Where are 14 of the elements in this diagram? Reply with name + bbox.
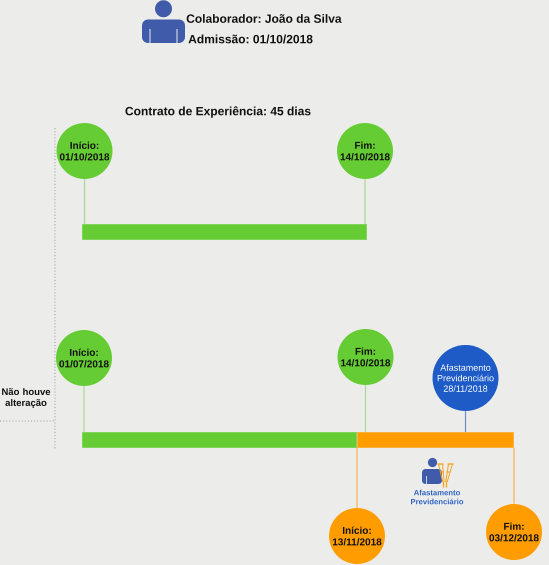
- leader-line: [364, 179, 366, 224]
- leader-line: [84, 179, 86, 224]
- timeline-bar: [357, 432, 514, 448]
- leader-line: [364, 385, 366, 432]
- side-note: Não houve alteração: [2, 388, 50, 408]
- leader-line: [464, 411, 466, 432]
- leader-line: [513, 448, 515, 504]
- admission-date: Admissão: 01/10/2018: [188, 34, 313, 44]
- leader-line: [356, 448, 358, 508]
- leader-line: [83, 386, 85, 432]
- section-heading: Contrato de Experiência: 45 dias: [125, 106, 311, 118]
- employee-name: Colaborador: João da Silva: [186, 14, 342, 23]
- timeline-bar: [82, 224, 367, 240]
- timeline-bar: [82, 432, 357, 448]
